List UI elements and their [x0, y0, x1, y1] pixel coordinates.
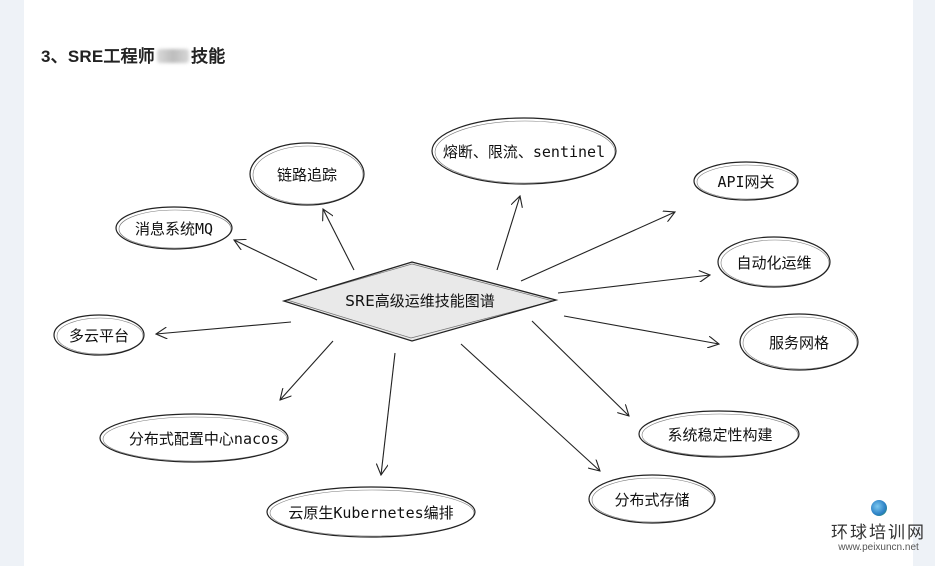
arrow-to-automation-ops: [557, 275, 710, 294]
arrow-to-api-gateway: [520, 212, 675, 282]
node-kubernetes: 云原生Kubernetes编排: [266, 486, 476, 538]
arrow-to-service-mesh: [563, 315, 719, 344]
node-circuit-breaking: 熔断、限流、sentinel: [431, 117, 617, 185]
node-distributed-storage: 分布式存储: [588, 474, 716, 524]
arrow-to-distributed-storage: [460, 343, 600, 471]
blurred-text: [157, 49, 190, 63]
site-watermark: 环球培训网 www.peixuncn.net: [826, 500, 931, 560]
node-label: API网关: [717, 173, 774, 191]
watermark-url: www.peixuncn.net: [838, 542, 919, 553]
node-label: 云原生Kubernetes编排: [288, 504, 453, 522]
connector-arrows: [156, 196, 719, 475]
node-label: 链路追踪: [277, 166, 337, 184]
node-system-stability: 系统稳定性构建: [638, 410, 800, 458]
node-label: 多云平台: [69, 327, 129, 345]
section-heading: 3、SRE工程师 技能: [41, 42, 225, 67]
arrow-to-link-tracing: [323, 209, 355, 271]
arrow-to-multi-cloud: [156, 321, 292, 334]
center-node: SRE高级运维技能图谱: [281, 261, 559, 342]
arrow-to-circuit-breaking: [496, 196, 520, 271]
heading-text-start: 3、SRE工程师: [41, 47, 156, 66]
arrow-to-config-center: [280, 340, 334, 400]
watermark-name: 环球培训网: [831, 523, 926, 543]
arrow-to-kubernetes: [381, 352, 396, 475]
node-multi-cloud: 多云平台: [53, 314, 145, 356]
node-config-center: 分布式配置中心nacos: [99, 413, 289, 463]
arrow-to-message-queue: [234, 240, 318, 281]
globe-logo-icon: [870, 500, 887, 516]
node-label: 消息系统MQ: [135, 220, 213, 238]
node-label: 分布式存储: [614, 491, 689, 509]
node-label: 系统稳定性构建: [667, 426, 772, 444]
node-label: 服务网格: [769, 334, 829, 352]
node-link-tracing: 链路追踪: [249, 142, 365, 206]
arrow-to-system-stability: [531, 320, 629, 416]
heading-text-end: 技能: [191, 47, 226, 66]
center-label: SRE高级运维技能图谱: [345, 292, 494, 310]
node-api-gateway: API网关: [693, 161, 799, 201]
node-label: 自动化运维: [736, 254, 811, 272]
node-label: 熔断、限流、sentinel: [443, 143, 605, 161]
node-message-queue: 消息系统MQ: [115, 206, 233, 250]
node-automation-ops: 自动化运维: [717, 236, 831, 288]
node-label: 分布式配置中心nacos: [129, 430, 279, 448]
node-service-mesh: 服务网格: [739, 313, 859, 371]
